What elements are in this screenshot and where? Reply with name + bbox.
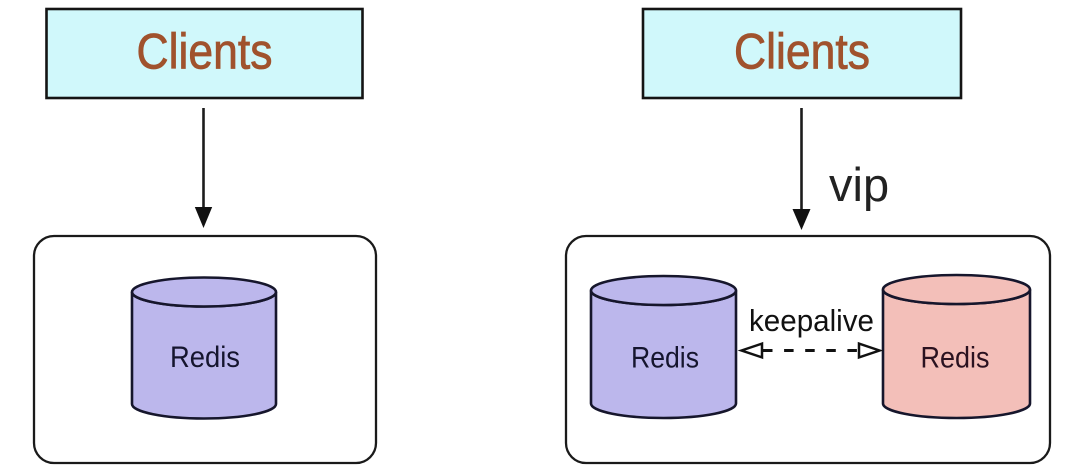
svg-text:Clients: Clients (137, 24, 273, 80)
svg-text:keepalive: keepalive (749, 303, 874, 338)
svg-text:Redis: Redis (921, 342, 990, 375)
svg-text:vip: vip (829, 158, 889, 211)
svg-text:Redis: Redis (631, 342, 699, 375)
svg-text:Redis: Redis (170, 341, 240, 374)
svg-text:Clients: Clients (734, 24, 870, 80)
